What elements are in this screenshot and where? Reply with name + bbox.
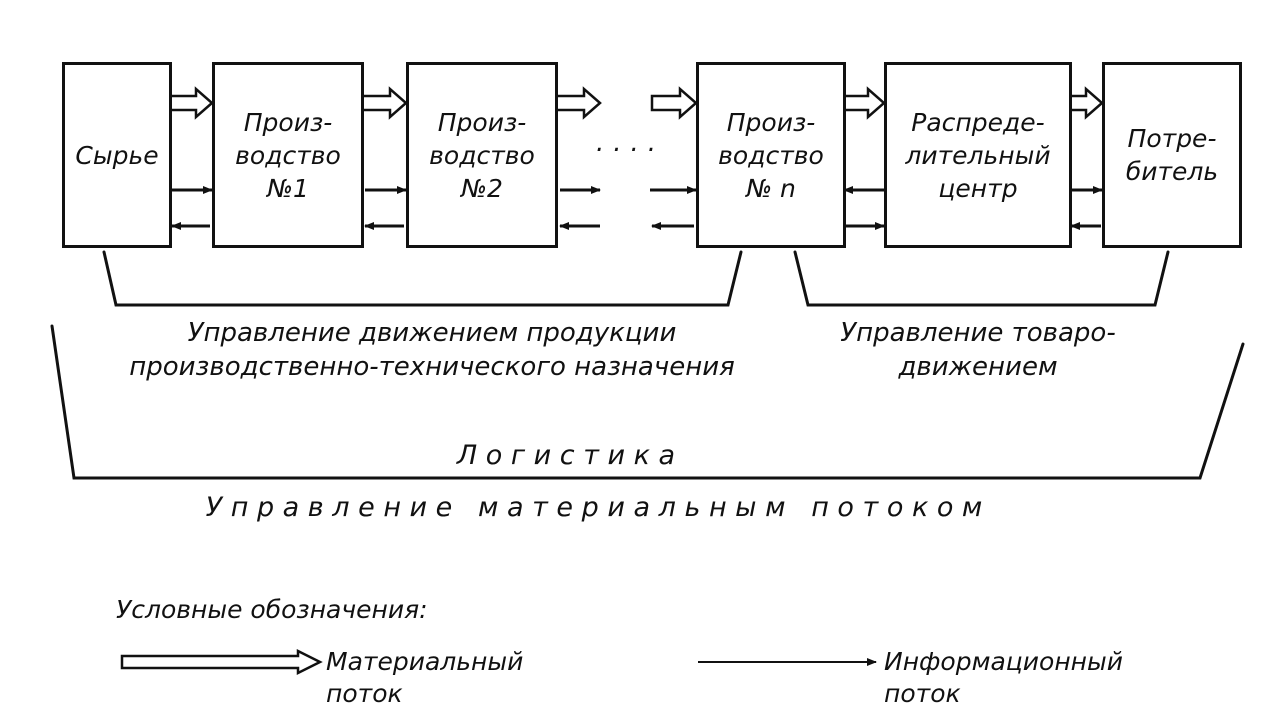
goods-management-label: Управление товаро- движением [800,316,1156,384]
material-arrow-in-prodn [650,86,698,120]
block-raw-label: Сырье [75,140,159,170]
block-consumer-line2: битель [1125,157,1219,186]
block-prod2-line3: №2 [461,173,503,203]
block-prod2-line2: водство [429,140,535,170]
block-dist-line2: лительный [905,140,1051,170]
production-management-line2: производственно-технического назначения [129,352,735,382]
block-prodn-line1: Произ- [726,107,816,137]
legend-information-line1: Информационный [884,647,1124,676]
block-prod2-line1: Произ- [437,107,527,137]
bracket-goods [793,250,1170,307]
legend-material-line1: Материальный [326,647,524,676]
block-production-1: Произ- водство №1 [212,62,364,248]
block-prod1-line1: Произ- [243,107,333,137]
legend-information: Информационный поток [884,646,1123,710]
material-arrow-dist-consumer [1068,86,1104,120]
block-consumer-line1: Потре- [1127,124,1217,153]
material-arrow-raw-prod1 [167,86,214,120]
block-consumer: Потре- битель [1102,62,1242,248]
bracket-production [102,250,743,307]
material-arrow-prod2-out [554,86,602,120]
production-management-label: Управление движением продукции производс… [88,316,776,384]
legend-information-line2: поток [884,679,961,708]
block-production-2: Произ- водство №2 [406,62,558,248]
block-prod1-line3: №1 [267,173,309,203]
material-flow-management-label: У п р а в л е н и е м а т е р и а л ь н … [205,492,983,523]
bracket-logistics [50,324,1245,480]
block-production-n: Произ- водство № n [696,62,846,248]
block-prod1-line2: водство [235,140,341,170]
ellipsis: .... [596,128,666,158]
legend-material-arrow-icon [120,648,323,676]
block-prodn-line3: № n [746,173,796,203]
material-arrow-prodn-dist [841,86,886,120]
goods-management-line1: Управление товаро- [840,318,1116,348]
production-management-line1: Управление движением продукции [187,318,677,348]
block-raw-materials: Сырье [62,62,172,248]
logistics-label: Л о г и с т и к а [456,440,676,471]
legend-material-line2: поток [326,679,403,708]
block-distribution-center: Распреде- лительный центр [884,62,1072,248]
legend-material: Материальный поток [326,646,523,710]
material-arrow-prod1-prod2 [359,86,408,120]
legend-title: Условные обозначения: [116,595,428,624]
goods-management-line2: движением [898,352,1058,382]
block-prodn-line2: водство [718,140,824,170]
block-dist-line1: Распреде- [911,107,1045,137]
block-dist-line3: центр [938,173,1018,203]
